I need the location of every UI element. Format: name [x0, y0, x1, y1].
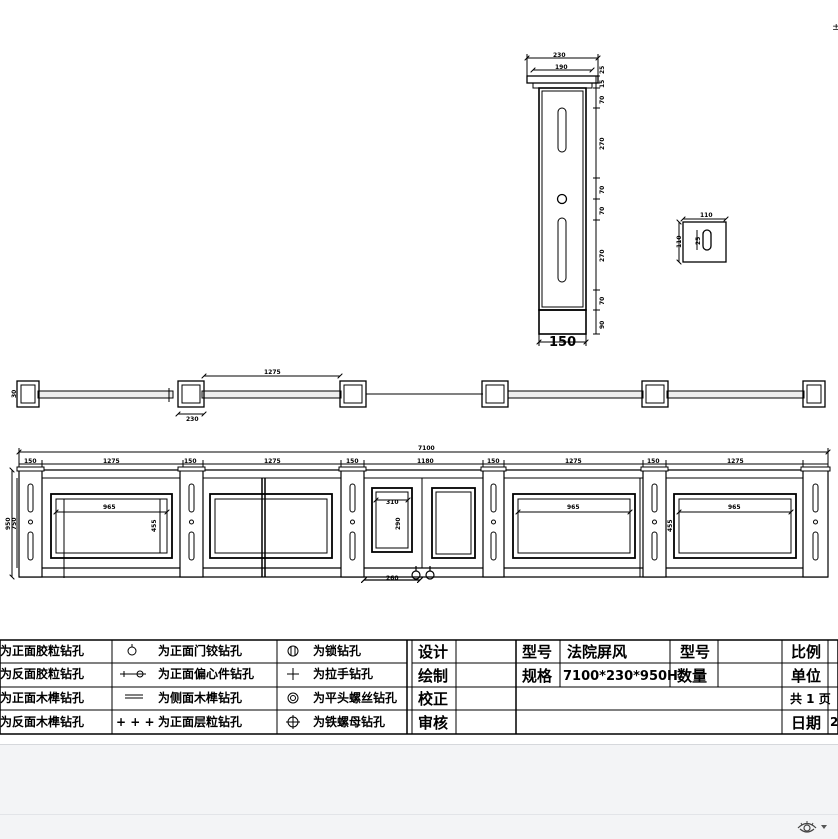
role-review: 审核: [418, 714, 448, 732]
hole-detail-slot: 25: [695, 237, 702, 245]
cad-drawing: ± 230 190: [0, 22, 838, 735]
front-section-7: 150: [487, 458, 500, 465]
column-side-dim-8: 70: [599, 297, 606, 305]
page-count: 共 1 页: [790, 691, 831, 706]
role-design: 设计: [418, 643, 448, 661]
date-value: 2: [830, 715, 838, 729]
front-view: [12, 448, 828, 577]
lock-hole-icon: [287, 645, 299, 657]
legend-cross-symbols: + + +: [116, 715, 155, 729]
legend-r2-c2: 为正面偏心件钻孔: [158, 666, 254, 681]
door-pulls: [364, 566, 435, 580]
front-total-length: 7100: [418, 445, 435, 452]
legend-r3-c3: 为平头螺丝钻孔: [313, 690, 397, 705]
hinge-hole-icon: [127, 646, 137, 656]
column-dim-labels: 230 190 150 25 15 70 270 70 70 270 70 90: [549, 52, 606, 350]
role-check: 校正: [418, 690, 448, 708]
front-section-5: 150: [346, 458, 359, 465]
role-draw: 绘制: [418, 667, 448, 685]
front-section-4: 1275: [264, 458, 281, 465]
front-post-caps: [16, 466, 831, 472]
front-height-total: 950: [5, 517, 12, 530]
front-post-slots: [27, 483, 819, 561]
column-inner-width: 190: [555, 64, 568, 71]
date-label: 日期: [791, 714, 821, 732]
legend-r4-c1: 为反面木榫钻孔: [0, 714, 84, 729]
legend-r2-c3: 为拉手钻孔: [313, 666, 373, 681]
hole-detail-height: 110: [676, 235, 683, 248]
screw-hole-icon: [287, 692, 299, 704]
legend-r1-c1: 为正面胶粒钻孔: [0, 643, 84, 658]
front-section-3: 150: [184, 458, 197, 465]
legend-r4-c2: 为正面层粒钻孔: [158, 714, 242, 729]
legend-grid: [0, 639, 838, 735]
nut-hole-icon: [286, 715, 300, 729]
column-side-dim-7: 270: [599, 249, 606, 262]
plan-view: [16, 376, 826, 414]
eccentric-hole-icon: [120, 670, 146, 678]
front-section-1: 150: [24, 458, 37, 465]
column-side-dim-6: 70: [599, 207, 606, 215]
plan-panel-length: 1275: [264, 369, 281, 376]
front-panel-width-3: 965: [728, 504, 741, 511]
front-panels: [50, 478, 797, 578]
legend-r3-c2: 为侧面木榫钻孔: [158, 690, 242, 705]
corner-mark: ±: [832, 22, 838, 33]
unit-label: 单位: [791, 667, 821, 685]
front-section-10: 1275: [727, 458, 744, 465]
column-side-dim-5: 70: [599, 186, 606, 194]
plan-post-size: 230: [186, 416, 199, 423]
column-side-dim-4: 270: [599, 137, 606, 150]
model-label: 型号: [522, 643, 552, 661]
front-dim-labels: 7100 150 1275 150 1275 150 1180 150 1275…: [5, 445, 744, 582]
legend-r4-c3: 为铁螺母钻孔: [313, 714, 385, 729]
handle-hole-icon: [287, 668, 299, 680]
viewer-background: [0, 744, 838, 815]
column-top-width: 230: [553, 52, 566, 59]
front-panel-height-1: 455: [151, 519, 158, 532]
chevron-down-icon: [821, 825, 827, 829]
model-value: 法院屏风: [567, 643, 627, 661]
view-mode-toggle[interactable]: [796, 819, 828, 835]
quantity-label: 数量: [677, 667, 707, 685]
front-section-9: 150: [647, 458, 660, 465]
legend-r1-c3: 为锁钻孔: [313, 643, 361, 658]
column-side-dim-3: 70: [599, 96, 606, 104]
column-side-dim-2: 15: [599, 80, 606, 88]
front-section-6: 1180: [417, 458, 434, 465]
hole-detail-width: 110: [700, 212, 713, 219]
column-side-dim-1: 25: [599, 66, 606, 74]
column-side-view: [527, 54, 600, 346]
eye-icon: [797, 821, 817, 833]
front-door-width: 260: [386, 575, 399, 582]
front-panel-width-1: 965: [103, 504, 116, 511]
scale-label: 比例: [791, 643, 821, 661]
legend-symbols: [120, 644, 300, 729]
front-mid-panel-width: 310: [386, 499, 399, 506]
plan-thickness: 30: [11, 390, 18, 398]
front-panel-height-2: 455: [667, 519, 674, 532]
hole-detail: [679, 219, 726, 262]
front-section-2: 1275: [103, 458, 120, 465]
model-label-2: 型号: [680, 643, 710, 661]
legend-r1-c2: 为正面门铰钻孔: [158, 643, 242, 658]
column-base-width: 150: [549, 335, 576, 350]
legend-r2-c1: 为反面胶粒钻孔: [0, 666, 84, 681]
spec-value: 7100*230*950H: [563, 669, 678, 684]
front-posts: [18, 469, 829, 578]
spec-label: 规格: [522, 667, 553, 685]
column-side-dim-9: 90: [599, 321, 606, 329]
status-bar: [0, 814, 838, 839]
legend-r3-c1: 为正面木榫钻孔: [0, 690, 84, 705]
front-section-8: 1275: [565, 458, 582, 465]
front-mid-panel-height: 290: [395, 517, 402, 530]
side-dowel-icon: [125, 694, 143, 699]
front-height-inner: 750: [11, 517, 18, 530]
front-panel-width-2: 965: [567, 504, 580, 511]
